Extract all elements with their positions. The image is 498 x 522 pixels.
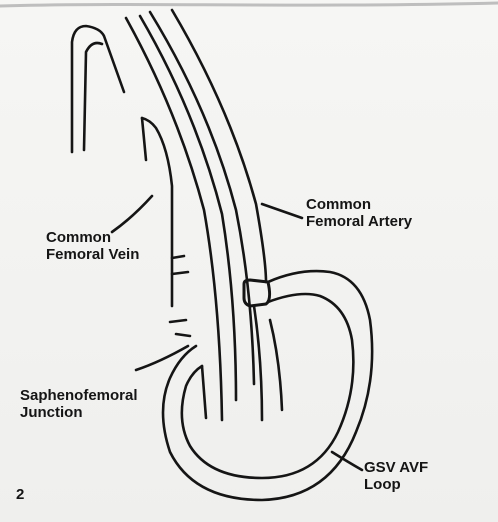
label-saphenofemoral-junction-line2: Junction <box>20 404 138 421</box>
leader-line-common-femoral-artery <box>262 204 302 218</box>
venous-branch-stub-2 <box>172 272 188 274</box>
common-femoral-vein-wall-left <box>142 118 172 306</box>
upper-branch-vessel-outer <box>72 26 124 152</box>
venous-branch-stub-1 <box>172 256 184 258</box>
label-common-femoral-vein-line1: Common <box>46 229 139 246</box>
gsv-avf-loop-inner <box>182 294 354 478</box>
loop-inner-vessel-3 <box>270 320 282 410</box>
scan-top-edge <box>0 3 498 6</box>
label-common-femoral-artery-line1: Common <box>306 196 412 213</box>
common-femoral-vein-wall-left-2 <box>142 118 146 160</box>
label-common-femoral-artery: Common Femoral Artery <box>306 196 412 230</box>
loop-inner-vessel-1 <box>202 366 206 418</box>
label-saphenofemoral-junction-line1: Saphenofemoral <box>20 387 138 404</box>
leader-line-common-femoral-vein <box>112 196 152 232</box>
label-common-femoral-artery-line2: Femoral Artery <box>306 213 412 230</box>
label-saphenofemoral-junction: Saphenofemoral Junction <box>20 387 138 421</box>
label-gsv-avf-loop-line1: GSV AVF <box>364 459 428 476</box>
label-gsv-avf-loop: GSV AVF Loop <box>364 459 428 493</box>
figure-number: 2 <box>16 486 24 503</box>
upper-branch-vessel-inner <box>84 43 102 150</box>
loop-inner-vessel-2 <box>254 306 262 420</box>
label-common-femoral-vein: Common Femoral Vein <box>46 229 139 263</box>
gsv-avf-loop-outer <box>163 271 372 500</box>
label-common-femoral-vein-line2: Femoral Vein <box>46 246 139 263</box>
venous-branch-stub-4 <box>176 334 190 336</box>
label-gsv-avf-loop-line2: Loop <box>364 476 428 493</box>
common-femoral-artery-wall-4 <box>172 10 266 282</box>
leader-line-saphenofemoral-junction <box>136 346 188 370</box>
venous-branch-stub-3 <box>170 320 186 322</box>
